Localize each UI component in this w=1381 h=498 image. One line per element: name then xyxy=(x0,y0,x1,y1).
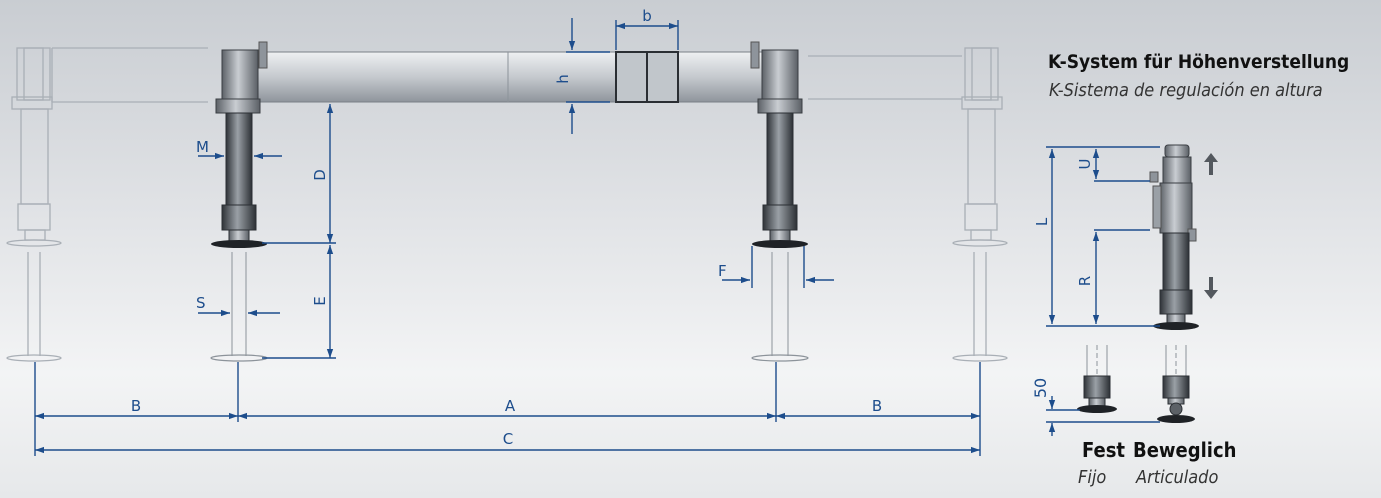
label-beweglich: Beweglich xyxy=(1133,438,1237,462)
left-post xyxy=(210,49,268,362)
svg-text:U: U xyxy=(1076,159,1094,170)
k-system-title: K-System für Höhenverstellung xyxy=(1048,51,1350,73)
k-system-post xyxy=(1149,144,1199,330)
dimension-e: E xyxy=(262,245,336,359)
dimension-s: S xyxy=(196,294,280,317)
label-fest: Fest xyxy=(1082,438,1126,462)
ghost-right-post xyxy=(952,47,1008,362)
label-articulado: Articulado xyxy=(1136,467,1219,488)
svg-text:S: S xyxy=(196,294,206,312)
dimension-f: F xyxy=(718,246,834,288)
ghost-left-beam xyxy=(51,47,208,103)
svg-text:D: D xyxy=(311,169,329,181)
dimension-c: C xyxy=(35,430,980,454)
svg-text:A: A xyxy=(505,397,516,415)
svg-text:B: B xyxy=(131,397,141,415)
crossbeam xyxy=(255,41,767,103)
dimension-row-bab: B A B xyxy=(34,362,981,456)
dimension-d: D xyxy=(262,104,336,244)
svg-text:C: C xyxy=(503,430,513,448)
foot-fixed xyxy=(1077,345,1117,413)
svg-text:b: b xyxy=(642,7,652,25)
svg-text:50: 50 xyxy=(1031,378,1050,398)
k-system-arrows xyxy=(1204,153,1218,299)
svg-text:M: M xyxy=(196,138,209,156)
dimension-h: h xyxy=(554,18,610,134)
arrow-down-icon xyxy=(1204,277,1218,299)
ghost-right-beam xyxy=(808,55,962,100)
foot-articulated xyxy=(1157,345,1195,423)
k-system-dimensions: L U R xyxy=(1033,146,1160,327)
svg-text:F: F xyxy=(718,262,727,280)
right-post xyxy=(751,49,809,362)
svg-text:B: B xyxy=(872,397,882,415)
dimension-m: M xyxy=(196,138,282,160)
svg-text:L: L xyxy=(1033,217,1051,226)
ghost-left-post xyxy=(6,47,62,362)
svg-text:E: E xyxy=(311,296,329,305)
dimension-b: b xyxy=(615,7,679,50)
k-system-subtitle: K-Sistema de regulación en altura xyxy=(1049,80,1323,101)
svg-text:h: h xyxy=(554,74,572,84)
svg-text:R: R xyxy=(1076,276,1094,286)
label-fijo: Fijo xyxy=(1078,467,1107,488)
dimension-50: 50 xyxy=(1031,378,1160,436)
arrow-up-icon xyxy=(1204,153,1218,175)
